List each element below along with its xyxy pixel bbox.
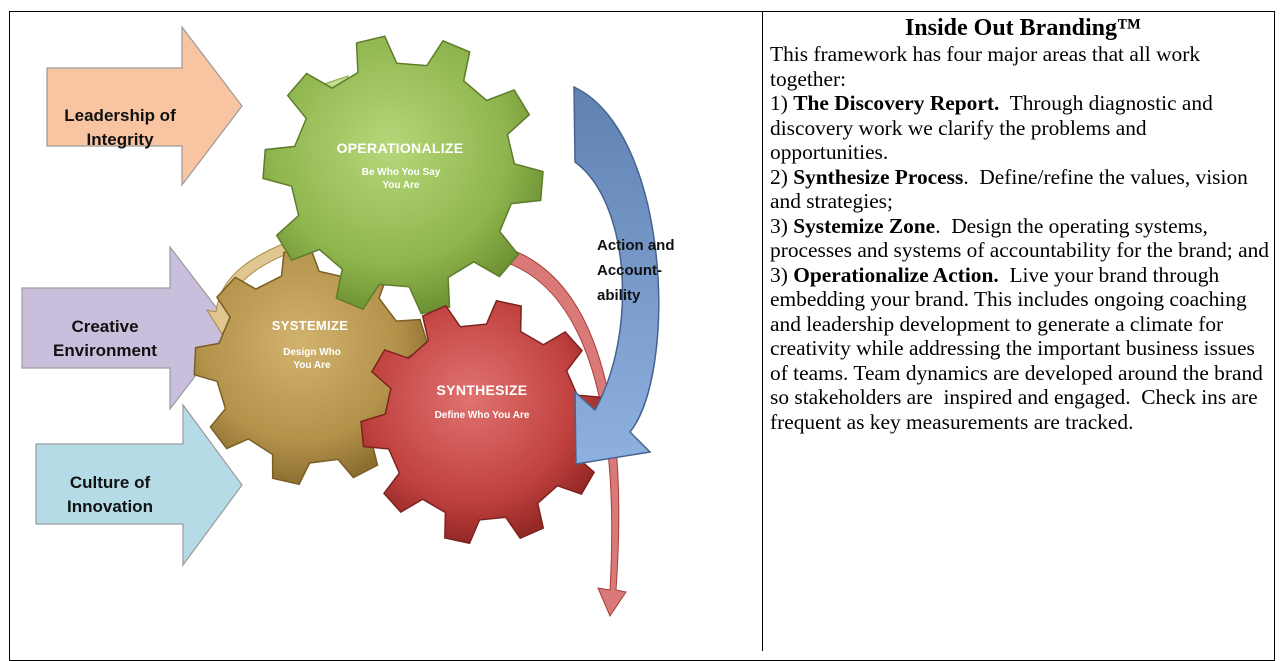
creative-environment-label: Creative Environment <box>53 317 157 360</box>
gear-green-body <box>262 35 544 315</box>
synthesize-title: SYNTHESIZE <box>436 382 528 398</box>
item-1-heading: The Discovery Report. <box>793 91 1000 115</box>
item-4-text: Live your brand through embedding your b… <box>770 262 1269 434</box>
item-4: 3) Operationalize Action. Live your bran… <box>770 263 1268 434</box>
action-accountability-arrow <box>573 85 660 465</box>
intro-text: This framework has four major areas that… <box>770 42 1201 91</box>
gear-red-body <box>360 299 606 545</box>
item-3-number: 3) <box>770 213 788 238</box>
item-2: 2) Synthesize Process. Define/refine the… <box>770 165 1253 214</box>
action-accountability-label: Action and Account-ability <box>597 237 675 304</box>
item-2-text: . Define/refine the values, vision and s… <box>770 164 1254 214</box>
item-4-number: 3) <box>770 262 788 287</box>
arrow-culture-of-innovation <box>35 403 243 567</box>
framework-diagram: Leadership of Integrity Creative Environ… <box>10 12 762 646</box>
synthesize-gear <box>360 299 606 545</box>
panel-title: Inside Out Branding™ <box>904 15 1142 41</box>
culture-of-innovation-label: Culture of Innovation <box>67 473 153 516</box>
column-divider <box>762 11 763 651</box>
panel-body: This framework has four major areas that… <box>770 42 1270 434</box>
systemize-subtitle: Design Who You Are <box>283 347 341 371</box>
item-2-number: 2) <box>770 164 788 189</box>
arrow-leadership-of-integrity <box>46 25 243 187</box>
diagram-graphics <box>21 25 660 618</box>
item-2-heading: Synthesize Process <box>793 164 964 189</box>
item-3-text: . Design the operating systems, processe… <box>770 213 1269 263</box>
description-panel: Inside Out Branding™ This framework has … <box>770 14 1270 434</box>
curved-arrow-red <box>489 243 627 618</box>
item-1-text: Through diagnostic and discovery work we… <box>770 91 1219 164</box>
item-3: 3) Systemize Zone. Design the operating … <box>770 214 1269 263</box>
item-1: 1) The Discovery Report. Through diagnos… <box>770 91 1218 164</box>
item-3-heading: Systemize Zone <box>793 213 936 238</box>
synthesize-subtitle: Define Who You Are <box>434 410 530 421</box>
item-1-number: 1) <box>770 91 788 115</box>
operationalize-subtitle: Be Who You Say You Are <box>361 167 441 191</box>
leadership-of-integrity-label: Leadership of Integrity <box>64 106 176 149</box>
item-4-heading: Operationalize Action. <box>793 262 999 287</box>
operationalize-title: OPERATIONALIZE <box>336 140 464 156</box>
systemize-title: SYSTEMIZE <box>271 318 349 333</box>
operationalize-gear <box>262 35 544 315</box>
